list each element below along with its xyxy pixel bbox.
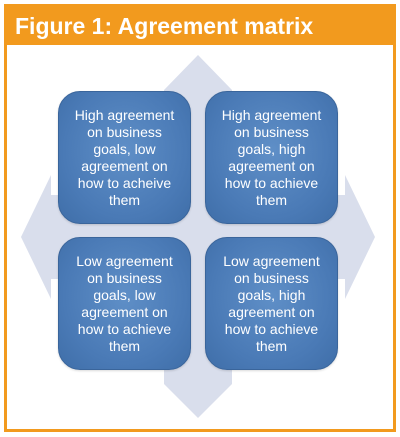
quadrant-label: Low agreement on business goals, low agr… — [76, 252, 173, 354]
quadrant-label: Low agreement on business goals, high ag… — [223, 252, 320, 354]
quadrant-label: High agreement on business goals, low ag… — [74, 106, 175, 208]
figure-title: Figure 1: Agreement matrix — [15, 13, 314, 39]
quadrant-low-goals-high-method: Low agreement on business goals, high ag… — [205, 237, 338, 370]
quadrant-high-goals-high-method: High agreement on business goals, high a… — [205, 91, 338, 224]
quadrant-low-goals-low-method: Low agreement on business goals, low agr… — [58, 237, 191, 370]
quadrant-high-goals-low-method: High agreement on business goals, low ag… — [58, 91, 191, 224]
title-bar: Figure 1: Agreement matrix — [7, 7, 393, 45]
figure-frame: Figure 1: Agreement matrix — [4, 4, 396, 432]
quadrant-label: High agreement on business goals, high a… — [221, 106, 322, 208]
